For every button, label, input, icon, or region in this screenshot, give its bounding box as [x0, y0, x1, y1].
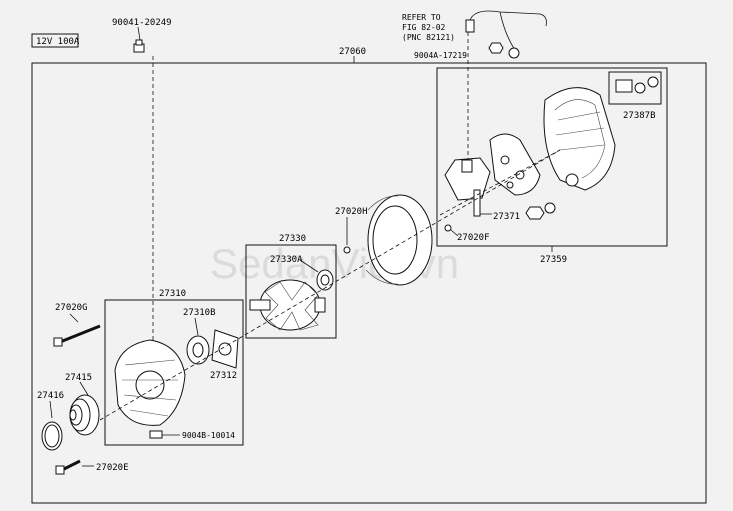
label-90041-20249: 90041-20249: [112, 18, 172, 28]
drive-end-frame-icon: [114, 339, 186, 426]
refer-line-3: (PNC 82121): [402, 33, 455, 42]
label-9004B-10014: 9004B-10014: [182, 431, 235, 440]
seal-ring-27416-icon: [41, 421, 63, 451]
stator-icon: [365, 194, 433, 286]
bearing-27310B-icon: [186, 335, 210, 365]
terminal-ring-icon: [508, 47, 520, 59]
label-27416: 27416: [37, 391, 64, 401]
terminal-27387B-icon: [615, 76, 659, 94]
drive-end-box-27310: [104, 299, 244, 446]
label-27387B: 27387B: [623, 111, 656, 121]
label-27359: 27359: [540, 255, 567, 265]
label-27310B: 27310B: [183, 308, 216, 318]
bolt-9004B-icon: [149, 430, 163, 439]
rectifier-plate-icon: [489, 133, 541, 196]
refer-line-1: REFER TO: [402, 13, 441, 22]
rotor-icon: [249, 279, 326, 331]
label-27310: 27310: [159, 289, 186, 299]
label-27312: 27312: [210, 371, 237, 381]
nut-9004A-icon: [488, 42, 504, 54]
label-27371: 27371: [493, 212, 520, 222]
pulley-27415-icon: [69, 394, 100, 436]
bolt-90041-icon: [133, 39, 145, 53]
bolt-27020G-icon: [53, 324, 101, 347]
label-27020E: 27020E: [96, 463, 129, 473]
brush-holder-icon: [444, 157, 491, 217]
bolt-27020E-icon: [55, 459, 81, 475]
label-27020G: 27020G: [55, 303, 88, 313]
label-27020F: 27020F: [457, 233, 490, 243]
box-27387B: [608, 71, 662, 105]
bearing-27330A-icon: [316, 269, 334, 291]
assembly-axis-line: [99, 149, 561, 421]
label-27060: 27060: [339, 47, 366, 57]
wire-harness: [469, 10, 547, 27]
spacer-27020H-icon: [343, 246, 351, 254]
spec-tag: 12V 100A: [36, 37, 80, 47]
spec-tag-box: [31, 33, 79, 48]
connector-icon: [465, 19, 475, 33]
label-9004A-17219: 9004A-17219: [414, 51, 467, 60]
screw-27020F-icon: [444, 224, 452, 232]
label-27020H: 27020H: [335, 207, 368, 217]
retainer-plate-27312-icon: [211, 329, 239, 369]
rear-end-frame-icon: [543, 87, 616, 191]
label-27330A: 27330A: [270, 255, 303, 265]
refer-line-2: FIG 82-02: [402, 23, 446, 32]
nut-27371-icon: [525, 202, 556, 220]
label-27330: 27330: [279, 234, 306, 244]
assembly-frame-27060: [31, 62, 707, 504]
rotor-box-27330: [245, 244, 337, 339]
label-27415: 27415: [65, 373, 92, 383]
